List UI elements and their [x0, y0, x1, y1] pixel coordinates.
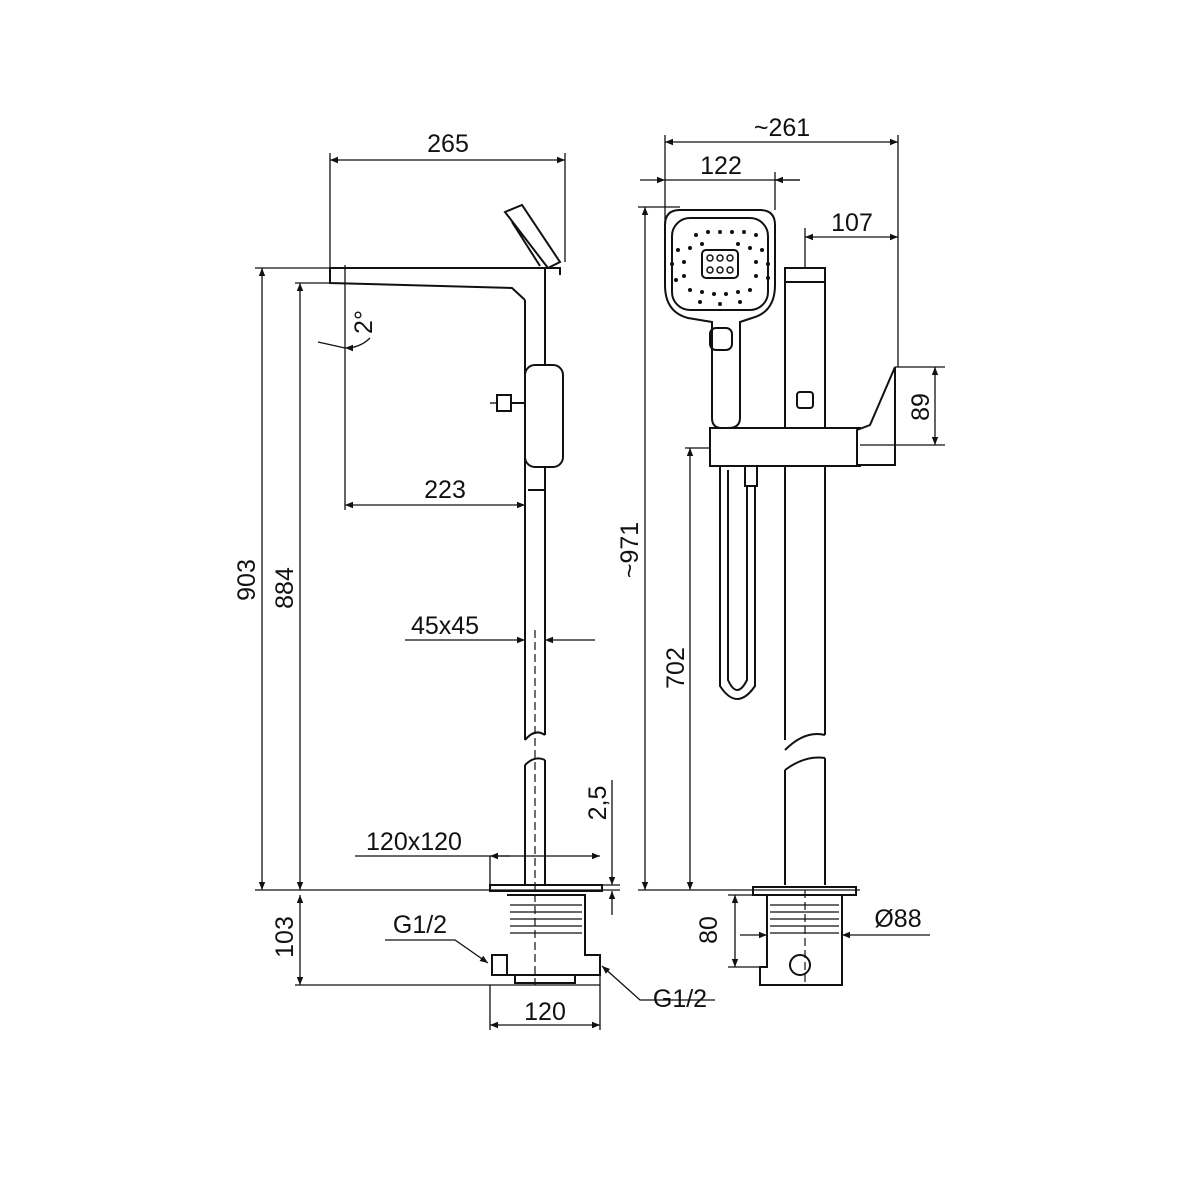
dim-lever-height: 89: [907, 393, 935, 421]
side-view-mixer: [329, 203, 603, 985]
dim-spout-height: 884: [271, 567, 299, 609]
front-view-dimensions: [638, 135, 945, 968]
side-view-dimensions: [255, 153, 715, 1030]
dim-spout-reach: 223: [424, 476, 466, 504]
dim-column-section: 45x45: [411, 612, 479, 640]
dim-plate-thickness: 2,5: [584, 786, 612, 821]
dim-body-height: 702: [662, 647, 690, 689]
dim-spout-length: 265: [427, 130, 469, 158]
spray-nozzles: [670, 230, 770, 306]
dim-spout-offset: 107: [831, 209, 873, 237]
dim-overall-width: ~261: [754, 114, 810, 142]
dim-spout-angle: 2°: [350, 310, 378, 334]
dim-box-width: 120: [524, 998, 566, 1026]
dim-handshower-offset: 122: [700, 152, 742, 180]
dim-box-depth-front: 80: [695, 916, 723, 944]
label-inlet-left: G1/2: [393, 911, 447, 939]
dim-box-depth: 103: [271, 916, 299, 958]
dim-plate-size: 120x120: [366, 828, 462, 856]
label-inlet-right: G1/2: [653, 985, 707, 1013]
front-view-mixer: [664, 209, 896, 986]
dim-box-diameter: Ø88: [874, 905, 921, 933]
dim-total-height: 903: [233, 559, 261, 601]
dim-handshower-height: ~971: [616, 522, 644, 578]
